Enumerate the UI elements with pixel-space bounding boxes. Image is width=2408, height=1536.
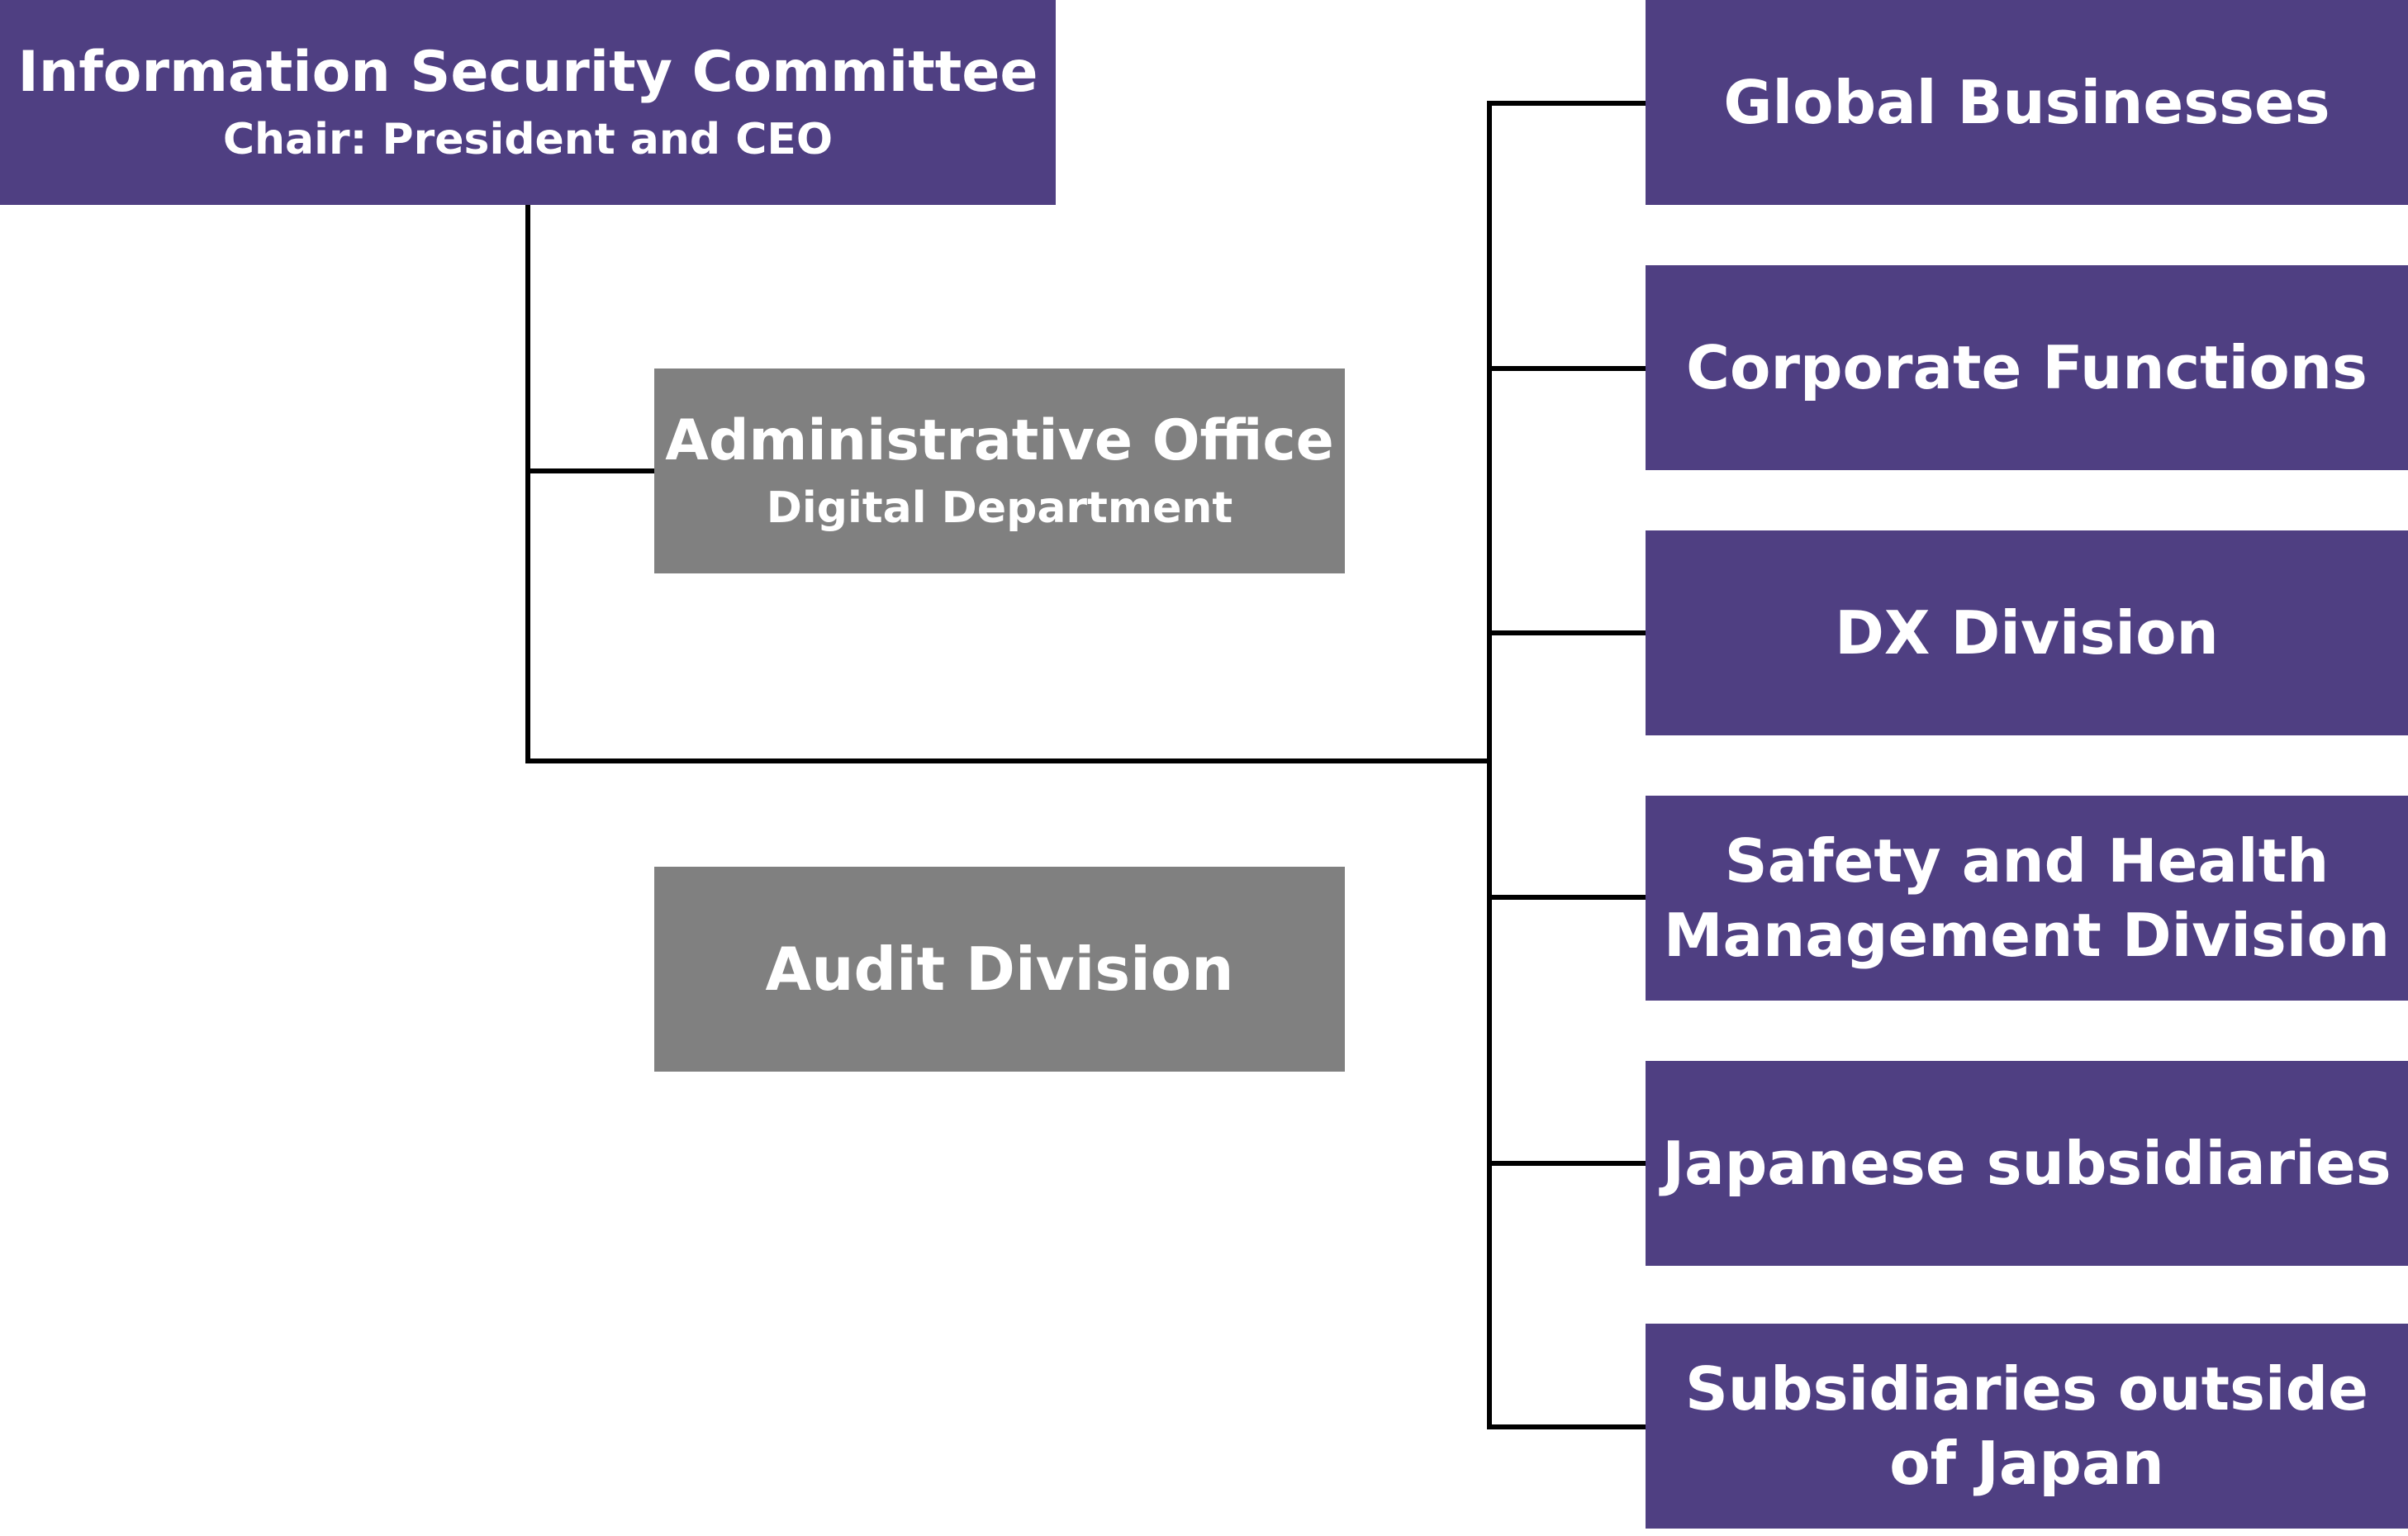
division-box-corporate-functions: Corporate Functions (1646, 265, 2408, 470)
committee-trunk-line (525, 203, 530, 763)
division-label-line1: Safety and Health (1724, 826, 2330, 896)
division-box-global-businesses: Global Businesses (1646, 0, 2408, 205)
division-label-line1: Japanese subsidiaries (1662, 1129, 2391, 1198)
division-branch-line-1 (1487, 101, 1646, 106)
division-label-line1: Subsidiaries outside (1685, 1354, 2368, 1424)
division-box-safety-health: Safety and Health Management Division (1646, 796, 2408, 1001)
committee-title: Information Security Committee (17, 39, 1038, 105)
division-label-line1: Corporate Functions (1686, 333, 2368, 402)
main-horizontal-line (525, 758, 1492, 763)
division-box-dx-division: DX Division (1646, 530, 2408, 735)
division-label-line1: Global Businesses (1723, 68, 2330, 137)
audit-division-box: Audit Division (654, 867, 1345, 1072)
division-label-line2: of Japan (1889, 1429, 2164, 1498)
division-branch-line-5 (1487, 1161, 1646, 1166)
division-label-line2: Management Division (1663, 901, 2391, 970)
audit-division-title: Audit Division (765, 934, 1234, 1004)
admin-office-branch-line (525, 468, 654, 473)
divisions-spine-line (1487, 101, 1492, 1429)
division-branch-line-2 (1487, 366, 1646, 371)
committee-box: Information Security Committee Chair: Pr… (0, 0, 1056, 205)
admin-office-subtitle: Digital Department (766, 483, 1233, 533)
committee-subtitle: Chair: President and CEO (222, 114, 834, 164)
division-branch-line-4 (1487, 895, 1646, 900)
division-box-japanese-subsidiaries: Japanese subsidiaries (1646, 1061, 2408, 1266)
admin-office-title: Administrative Office (665, 407, 1334, 473)
division-box-subsidiaries-outside-japan: Subsidiaries outside of Japan (1646, 1324, 2408, 1529)
division-label-line1: DX Division (1835, 598, 2219, 668)
division-branch-line-6 (1487, 1424, 1646, 1429)
division-branch-line-3 (1487, 630, 1646, 635)
admin-office-box: Administrative Office Digital Department (654, 369, 1345, 573)
